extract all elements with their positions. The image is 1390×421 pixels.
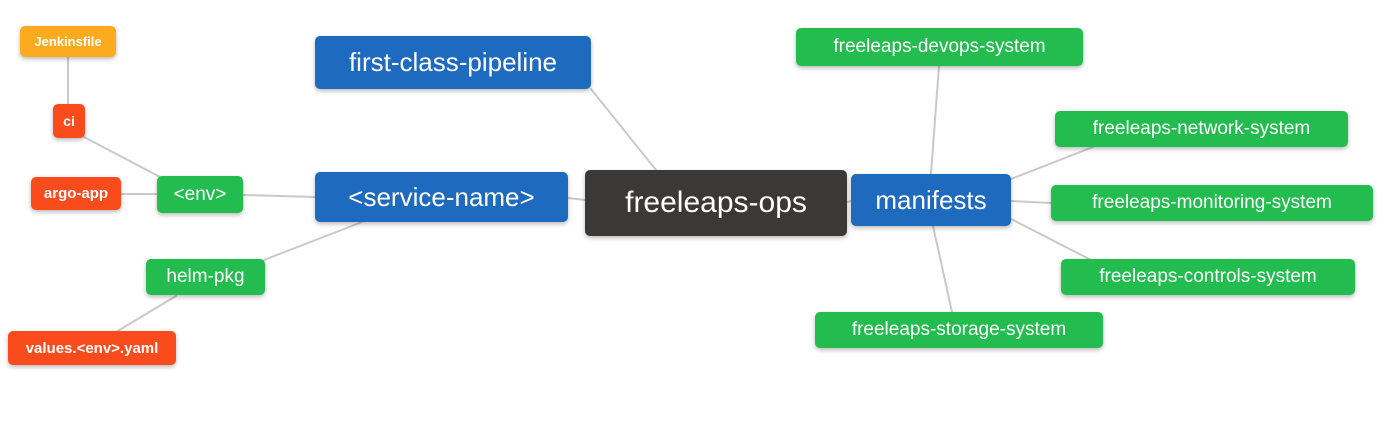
node-freeleaps-controls-system[interactable]: freeleaps-controls-system	[1061, 259, 1355, 295]
edge-manifests-storage	[932, 225, 953, 313]
edge-helm-pkg-values	[115, 295, 177, 333]
edge-ci-env	[83, 136, 163, 179]
node-freeleaps-monitoring-system[interactable]: freeleaps-monitoring-system	[1051, 185, 1373, 221]
node-env[interactable]: <env>	[157, 176, 243, 213]
edge-service-name-root	[567, 197, 586, 201]
node-jenkinsfile[interactable]: Jenkinsfile	[20, 26, 116, 57]
node-freeleaps-ops-root[interactable]: freeleaps-ops	[585, 170, 847, 236]
node-values-env-yaml[interactable]: values.<env>.yaml	[8, 331, 176, 365]
edge-manifests-devops	[930, 65, 940, 175]
edge-root-manifests	[846, 200, 852, 203]
edge-service-name-helm-pkg	[263, 221, 363, 261]
node-freeleaps-devops-system[interactable]: freeleaps-devops-system	[796, 28, 1083, 66]
edge-manifests-monitoring	[1010, 200, 1052, 204]
edge-manifests-controls	[1010, 218, 1094, 262]
node-helm-pkg[interactable]: helm-pkg	[146, 259, 265, 295]
node-first-class-pipeline[interactable]: first-class-pipeline	[315, 36, 591, 89]
node-freeleaps-network-system[interactable]: freeleaps-network-system	[1055, 111, 1348, 147]
node-ci[interactable]: ci	[53, 104, 85, 138]
node-argo-app[interactable]: argo-app	[31, 177, 121, 210]
edge-env-service-name	[242, 194, 316, 198]
node-freeleaps-storage-system[interactable]: freeleaps-storage-system	[815, 312, 1103, 348]
node-service-name[interactable]: <service-name>	[315, 172, 568, 222]
edge-pipeline-root	[590, 88, 657, 171]
node-manifests[interactable]: manifests	[851, 174, 1011, 226]
edge-manifests-network	[1010, 146, 1094, 180]
